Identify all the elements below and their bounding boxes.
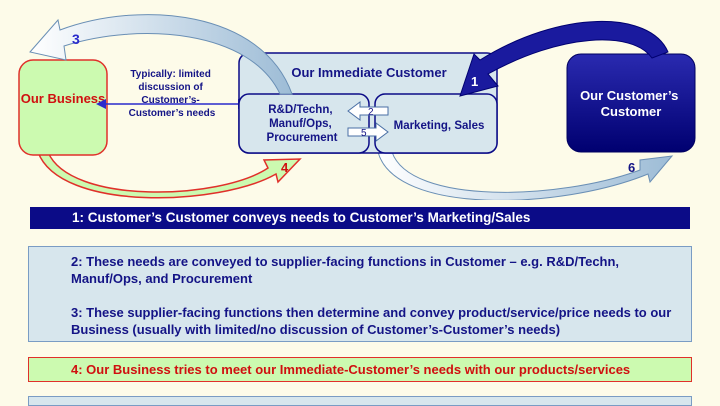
step-1-text: 1: Customer’s Customer conveys needs to … xyxy=(72,210,531,225)
rd-manuf-procurement-box xyxy=(238,93,370,154)
arrow-1 xyxy=(459,21,669,97)
steps-2-3-panel: 2: These needs are conveyed to supplier-… xyxy=(28,246,692,342)
customers-customer-box xyxy=(566,53,696,153)
arrow-number-3: 3 xyxy=(72,31,80,47)
arrow-3 xyxy=(29,14,293,95)
our-business-label: Our Business xyxy=(21,91,106,106)
step-3-text: 3: These supplier-facing functions then … xyxy=(71,305,672,337)
arrow-number-4: 4 xyxy=(281,160,289,175)
step-2-text: 2: These needs are conveyed to supplier-… xyxy=(71,254,620,286)
immediate-customer-label: Our Immediate Customer xyxy=(291,65,446,80)
flow-diagram: Our Business Typically: limited discussi… xyxy=(18,14,696,200)
arrow-number-2: 2 xyxy=(368,107,374,118)
marketing-sales-label: Marketing, Sales xyxy=(394,120,485,132)
step-4-text: 4: Our Business tries to meet our Immedi… xyxy=(71,362,631,377)
next-step-panel xyxy=(28,396,692,406)
step-1-banner: 1: Customer’s Customer conveys needs to … xyxy=(30,207,690,229)
step-4-banner: 4: Our Business tries to meet our Immedi… xyxy=(28,357,692,382)
arrow-6 xyxy=(377,151,674,200)
arrow-number-5: 5 xyxy=(361,128,367,139)
arrow-4 xyxy=(36,151,302,199)
limited-discussion-note: Typically: limited discussion of Custome… xyxy=(129,69,216,119)
rd-manuf-procurement-label: R&D/Techn, Manuf/Ops, Procurement xyxy=(267,104,338,144)
our-business-box xyxy=(18,59,108,156)
customers-customer-label: Our Customer’s Customer xyxy=(580,88,682,119)
arrow-2 xyxy=(347,101,389,121)
marketing-sales-box xyxy=(374,93,498,154)
arrow-number-1: 1 xyxy=(471,74,478,89)
arrow-number-6: 6 xyxy=(628,160,635,175)
arrow-5 xyxy=(347,122,389,142)
